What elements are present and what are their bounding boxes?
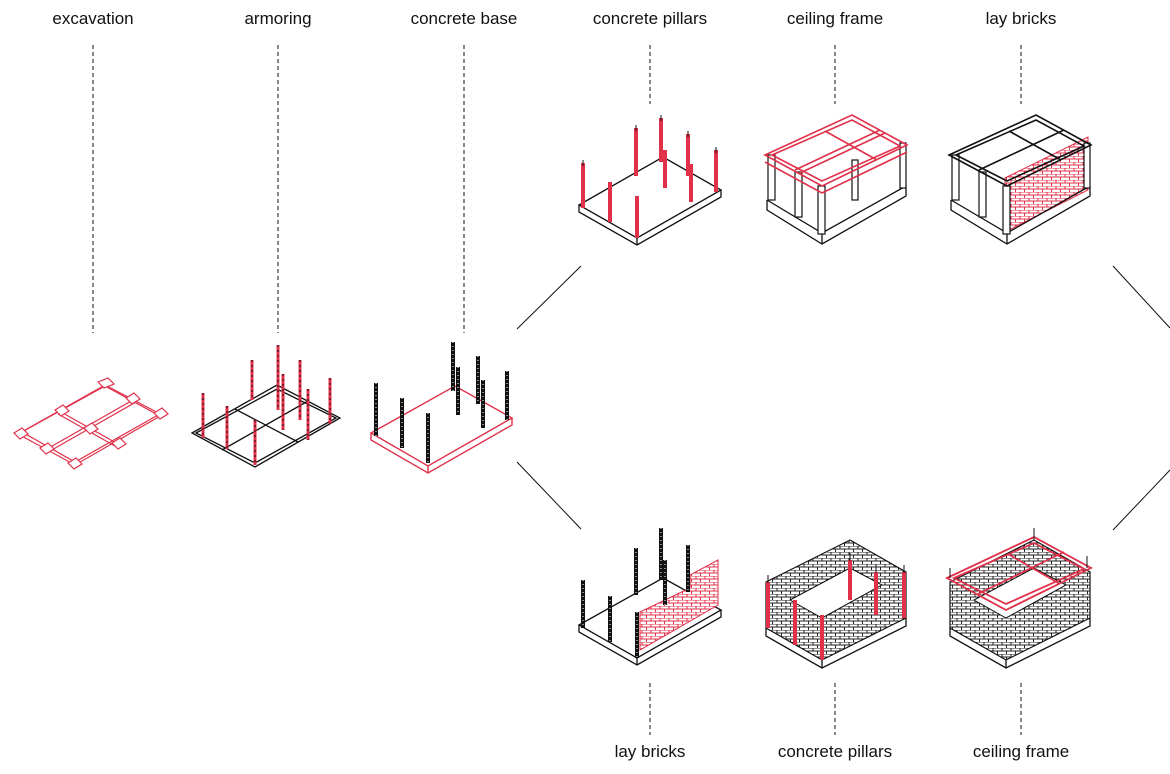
top-labels: excavation armoring concrete base concre… — [52, 9, 1056, 28]
lay-bricks-top-illustration — [947, 114, 1093, 245]
label-armoring: armoring — [244, 9, 311, 28]
label-concrete-pillars-top: concrete pillars — [593, 9, 707, 28]
label-ceiling-frame-bottom: ceiling frame — [973, 742, 1069, 761]
armoring-illustration — [190, 345, 342, 468]
ceiling-frame-top-illustration — [763, 114, 909, 245]
lay-bricks-bottom-illustration — [577, 528, 723, 666]
excavation-illustration — [13, 377, 169, 470]
connector-to-bottom-branch — [516, 461, 582, 530]
concrete-pillars-bottom-illustration — [765, 539, 907, 669]
connector-bottom-right — [1112, 469, 1170, 531]
ceiling-frame-bottom-illustration — [945, 528, 1093, 669]
connector-to-top-branch — [516, 265, 582, 330]
label-concrete-pillars-bottom: concrete pillars — [778, 742, 892, 761]
label-excavation: excavation — [52, 9, 133, 28]
branch-connectors — [516, 265, 1170, 531]
concrete-base-illustration — [369, 342, 514, 474]
label-lay-bricks-bottom: lay bricks — [615, 742, 686, 761]
bottom-labels: lay bricks concrete pillars ceiling fram… — [615, 742, 1070, 761]
label-lay-bricks-top: lay bricks — [986, 9, 1057, 28]
label-ceiling-frame-top: ceiling frame — [787, 9, 883, 28]
leader-lines — [92, 45, 1022, 735]
concrete-pillars-top-illustration — [577, 115, 723, 246]
label-concrete-base: concrete base — [411, 9, 518, 28]
connector-top-right — [1112, 265, 1170, 329]
